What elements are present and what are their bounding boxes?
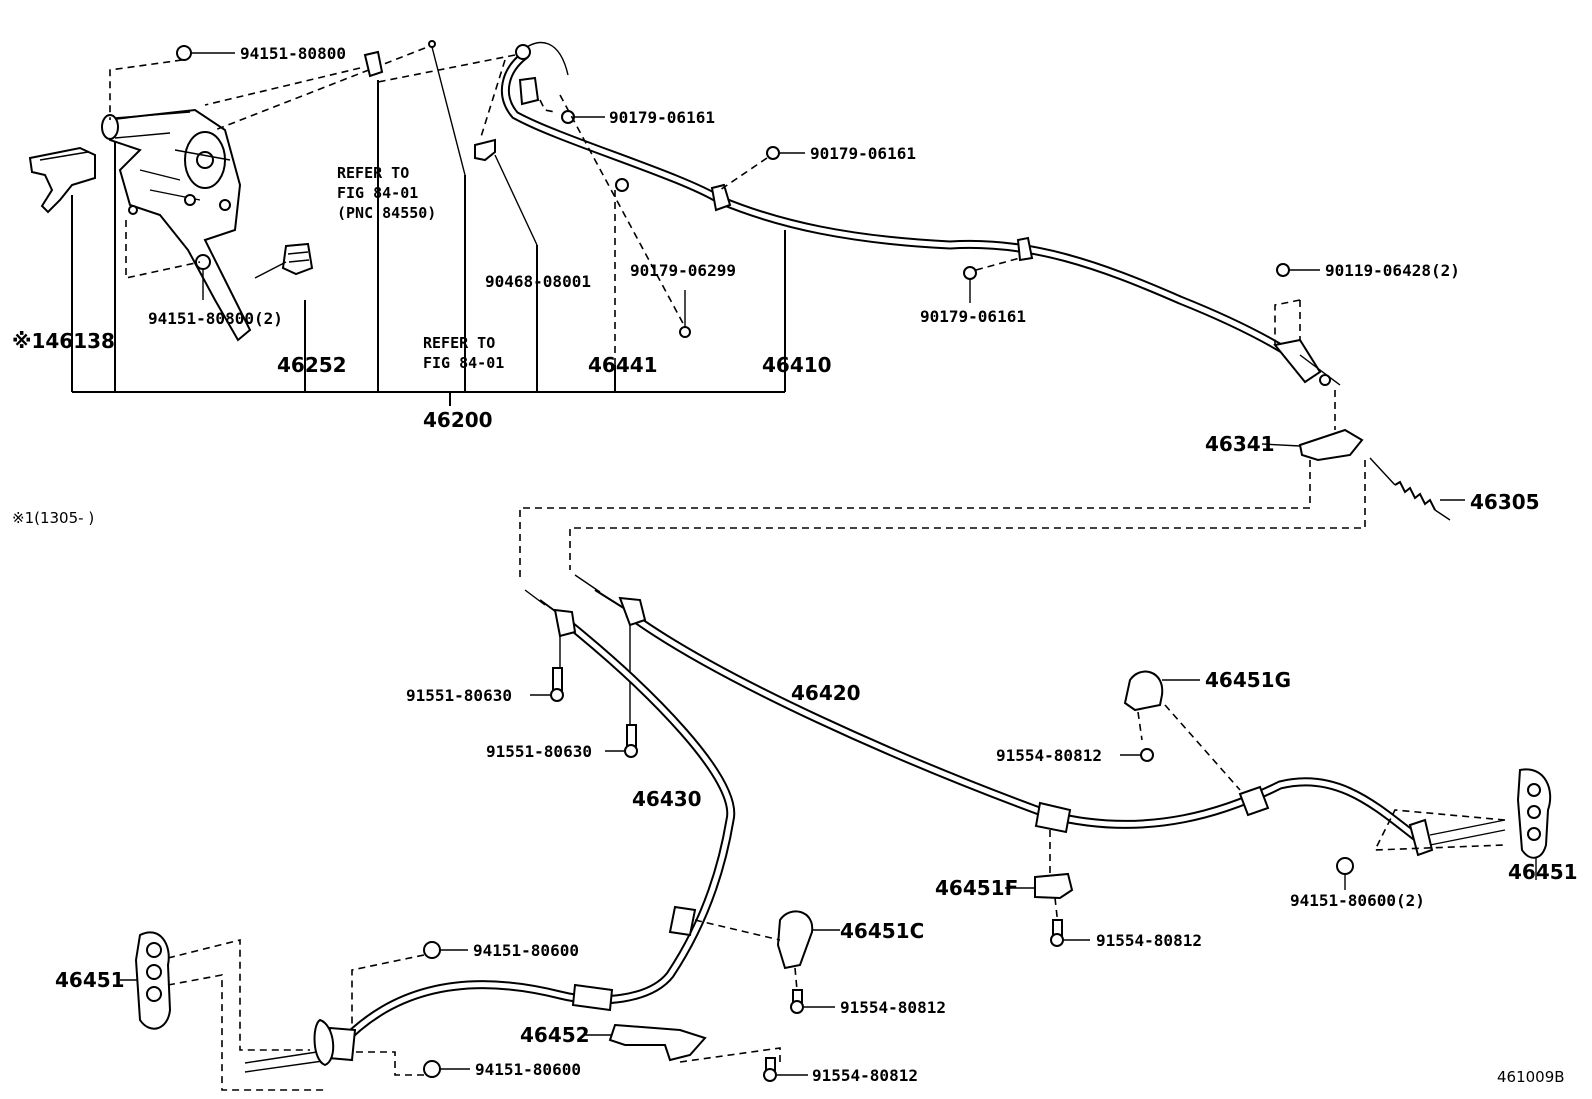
label-91554-80812-b: 91554-80812 [1096,931,1202,950]
clip-90468-08001 [474,138,538,246]
label-refer-to-2: REFER TO [423,334,495,352]
bracket-46451G [1123,670,1241,791]
label-94151-80600-a: 94151-80600 [473,941,579,960]
bolt-91554-80812-d [763,1057,808,1082]
label-46420: 46420 [791,681,861,705]
label-46451G: 46451G [1205,668,1291,692]
label-94151-80800: 94151-80800 [240,44,346,63]
pedal-pad-46252 [254,242,314,279]
label-46452: 46452 [520,1023,590,1047]
bolt-91554-80812-b [1050,919,1090,947]
label-91554-80812-d: 91554-80812 [812,1066,918,1085]
nut-94151-80600-b [355,1051,470,1078]
label-91551-80630-a: 91551-80630 [406,686,512,705]
label-91554-80812-a: 91554-80812 [996,746,1102,765]
nut-94151-80600-2 [1336,857,1354,890]
bracket-46451C [694,910,840,991]
label-90468-08001: 90468-08001 [485,272,591,291]
label-46138: ※146138 [12,329,115,353]
equalizer-46341 [1261,390,1364,462]
bracket-46451F [1005,830,1074,926]
nut-90179-06299 [615,178,691,338]
nut-90179-06161-b [766,146,805,160]
label-46410: 46410 [762,353,832,377]
label-90119-06428-2: 90119-06428(2) [1325,261,1460,280]
label-refer-fig-1: FIG 84-01 [337,184,418,202]
label-refer-fig-2: FIG 84-01 [423,354,504,372]
bolt-90119-06428 [1276,263,1320,277]
label-90179-06161-b: 90179-06161 [810,144,916,163]
nut-94151-80800 [176,45,235,61]
backing-plate-46451-left [120,931,325,1091]
label-46451F: 46451F [935,876,1018,900]
figure-code: 461009B [1497,1068,1565,1086]
spring-46305 [1369,457,1465,521]
assembly-bracket-46200 [71,80,786,406]
front-cable-46410 [501,41,1341,386]
label-91551-80630-b: 91551-80630 [486,742,592,761]
label-91554-80812-c: 91554-80812 [840,998,946,1017]
label-94151-80600-b: 94151-80600 [475,1060,581,1079]
bolt-91554-80812-c [790,989,835,1014]
label-90179-06161-a: 90179-06161 [609,108,715,127]
label-46305: 46305 [1470,490,1540,514]
label-46252: 46252 [277,353,347,377]
rear-cable-46430 [244,589,736,1073]
nut-90179-06161-a [561,110,605,124]
rear-cable-46420 [574,574,1506,857]
label-refer-to-1: REFER TO [337,164,409,182]
bolt-91551-80630-a [530,667,564,702]
label-46451-left: 46451 [55,968,125,992]
label-94151-80600-2: 94151-80600(2) [1290,891,1425,910]
nut-94151-80800-2 [195,254,211,300]
bolt-91554-80812-a [1120,748,1154,762]
label-46451C: 46451C [840,919,924,943]
nut-94151-80600-a [351,941,468,1028]
label-46451-right: 46451 [1508,860,1578,884]
label-46430: 46430 [632,787,702,811]
label-note-1305: ※1(1305- ) [12,509,94,527]
bracket-46138 [28,146,96,214]
label-90179-06299: 90179-06299 [630,261,736,280]
bracket-46452 [585,1023,781,1063]
label-46341: 46341 [1205,432,1275,456]
bolt-91551-80630-b [605,724,638,758]
label-46441: 46441 [588,353,658,377]
nut-90179-06161-c [963,266,977,303]
label-90179-06161-c: 90179-06161 [920,307,1026,326]
label-94151-80800-2: 94151-80800(2) [148,309,283,328]
clip-refer-84550 [363,40,466,176]
label-refer-pnc: (PNC 84550) [337,204,436,222]
backing-plate-46451-right [1373,768,1552,880]
label-46200: 46200 [423,408,493,432]
parking-brake-pedal [101,108,252,342]
